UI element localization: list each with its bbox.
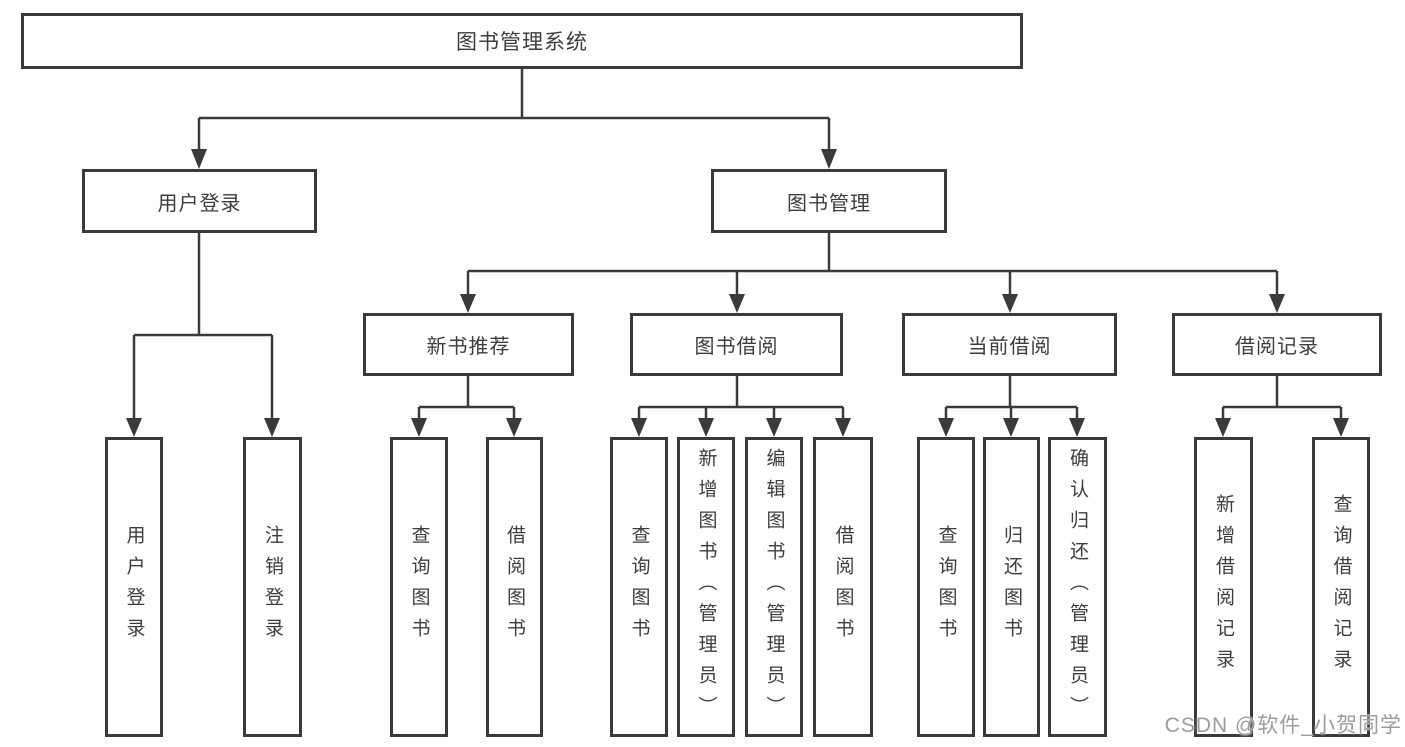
arrowhead (698, 418, 714, 437)
leaf-confirm-return-admin: 确认归还（管理员） (1048, 437, 1107, 737)
edge-group-book-borrow (631, 376, 851, 437)
node-borrow-records: 借阅记录 (1172, 313, 1382, 376)
leaf-add-book-admin: 新增图书（管理员） (677, 437, 735, 737)
arrowhead (1215, 418, 1231, 437)
leaf-query-books-current: 查询图书 (917, 437, 975, 737)
edge-group-borrow-records (1215, 376, 1349, 437)
leaf-add-borrow-record: 新增借阅记录 (1194, 437, 1253, 737)
leaf-edit-book-admin: 编辑图书（管理员） (745, 437, 803, 737)
arrowhead (1003, 418, 1019, 437)
arrowhead (264, 418, 280, 437)
arrowhead (1269, 294, 1285, 313)
arrowhead (938, 418, 954, 437)
edge-group-book-management (460, 233, 1285, 313)
node-book-management: 图书管理 (711, 169, 947, 233)
node-user-login: 用户登录 (82, 169, 317, 233)
arrowhead (506, 418, 522, 437)
leaf-return-book: 归还图书 (983, 437, 1040, 737)
arrowhead (631, 418, 647, 437)
leaf-user-login: 用户登录 (105, 437, 163, 737)
arrowhead (766, 418, 782, 437)
arrowhead (835, 418, 851, 437)
arrowhead (821, 149, 837, 169)
arrowhead (126, 418, 142, 437)
node-book-borrow: 图书借阅 (630, 313, 843, 376)
edge-group-user-login (126, 233, 280, 437)
arrowhead (1333, 418, 1349, 437)
edge-group-current-borrow (938, 376, 1085, 437)
node-new-book-recommend: 新书推荐 (363, 313, 574, 376)
leaf-logout: 注销登录 (243, 437, 302, 737)
arrowhead (411, 418, 427, 437)
arrowhead (729, 294, 745, 313)
node-library-management-system: 图书管理系统 (21, 13, 1023, 69)
arrowhead (1069, 418, 1085, 437)
leaf-query-borrow-record: 查询借阅记录 (1312, 437, 1370, 737)
leaf-borrow-books: 借阅图书 (813, 437, 873, 737)
edge-group-root (191, 69, 837, 169)
node-current-borrow: 当前借阅 (902, 313, 1117, 376)
arrowhead (1002, 294, 1018, 313)
leaf-borrow-books-recommend: 借阅图书 (486, 437, 543, 737)
edge-group-new-book (411, 376, 522, 437)
arrowhead (460, 294, 476, 313)
leaf-query-books-borrow: 查询图书 (610, 437, 668, 737)
csdn-watermark: CSDN @软件_小贺同学 (1164, 714, 1402, 737)
arrowhead (191, 149, 207, 169)
leaf-query-books-recommend: 查询图书 (390, 437, 448, 737)
